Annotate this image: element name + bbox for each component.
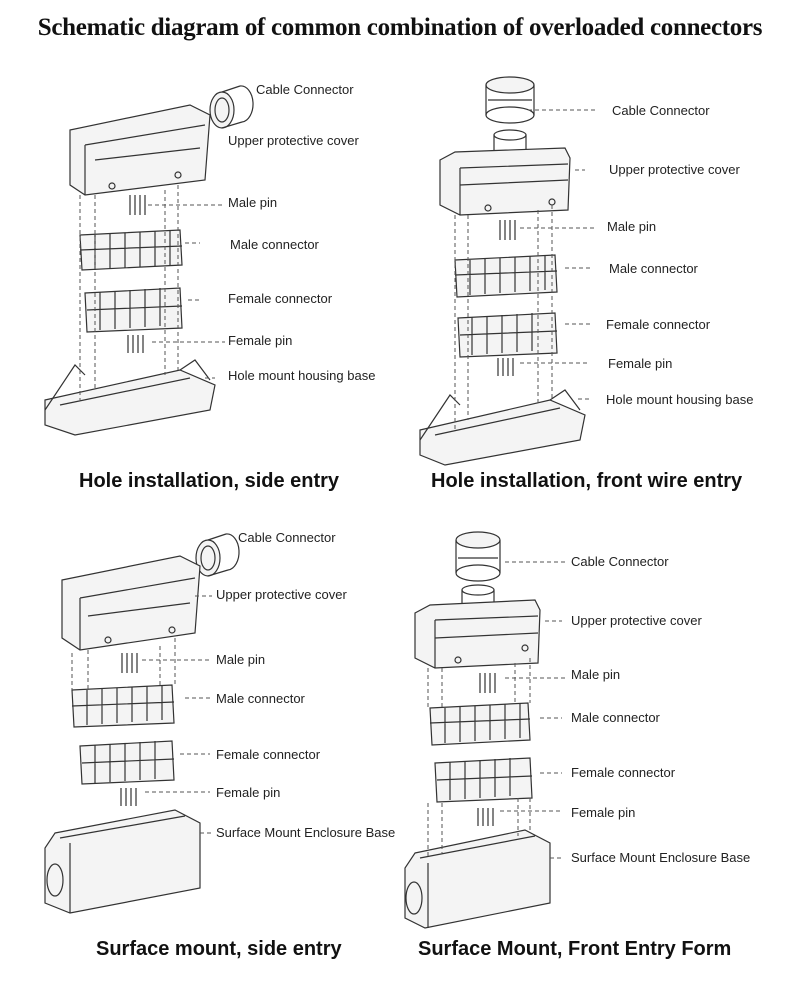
hole-mount-base-drawing	[44, 359, 216, 436]
label-female-pin: Female pin	[571, 805, 636, 820]
panel-hole-side-entry: Cable Connector Upper protective cover M…	[0, 60, 400, 530]
male-pin-drawing	[499, 220, 516, 240]
label-male-pin: Male pin	[571, 667, 621, 682]
male-pin-drawing	[121, 653, 138, 673]
connector-illustration	[419, 76, 595, 466]
label-upper-protective-cover: Upper protective cover	[609, 162, 740, 177]
label-enclosure-base: Surface Mount Enclosure Base	[571, 850, 751, 865]
label-upper-protective-cover: Upper protective cover	[216, 587, 347, 602]
upper-cover-drawing	[439, 129, 571, 216]
connector-illustration	[44, 533, 240, 914]
cable-gland-drawing	[455, 531, 501, 582]
connector-illustration	[44, 85, 254, 436]
surface-base-drawing	[44, 809, 201, 914]
female-pin-drawing	[497, 358, 514, 376]
caption-hole-side-entry: Hole installation, side entry	[79, 470, 340, 492]
male-pin-drawing	[129, 195, 146, 215]
label-male-connector: Male connector	[230, 237, 319, 252]
female-connector-drawing	[434, 757, 533, 803]
label-male-pin: Male pin	[607, 219, 657, 234]
surface-base-drawing	[404, 829, 551, 929]
upper-cover-drawing	[414, 584, 541, 669]
cable-gland-drawing	[209, 85, 254, 129]
female-pin-drawing	[120, 788, 137, 806]
label-male-connector: Male connector	[609, 261, 698, 276]
label-cable-connector: Cable Connector	[238, 530, 336, 545]
female-connector-drawing	[79, 740, 175, 785]
male-connector-drawing	[79, 229, 183, 271]
label-enclosure-base: Surface Mount Enclosure Base	[216, 825, 396, 840]
male-connector-drawing	[71, 684, 175, 728]
label-cable-connector: Cable Connector	[571, 554, 669, 569]
label-cable-connector: Cable Connector	[612, 103, 710, 118]
label-female-connector: Female connector	[571, 765, 676, 780]
label-female-pin: Female pin	[228, 333, 293, 348]
upper-cover-drawing	[69, 104, 211, 196]
panel-surface-side-entry: Cable Connector Upper protective cover M…	[0, 518, 400, 988]
female-pin-drawing	[127, 335, 144, 353]
label-female-connector: Female connector	[216, 747, 321, 762]
label-cable-connector: Cable Connector	[256, 82, 354, 97]
cable-gland-drawing	[195, 533, 240, 577]
hole-mount-base-drawing	[419, 389, 586, 466]
cable-gland-drawing	[485, 76, 535, 124]
label-female-connector: Female connector	[228, 291, 333, 306]
label-upper-protective-cover: Upper protective cover	[571, 613, 702, 628]
label-housing-base: Hole mount housing base	[228, 368, 376, 383]
female-connector-drawing	[84, 287, 183, 333]
label-upper-protective-cover: Upper protective cover	[228, 133, 359, 148]
female-pin-drawing	[477, 808, 494, 826]
label-male-connector: Male connector	[571, 710, 660, 725]
connector-illustration	[404, 531, 565, 929]
male-connector-drawing	[429, 702, 531, 746]
label-female-connector: Female connector	[606, 317, 711, 332]
female-connector-drawing	[457, 312, 558, 358]
label-housing-base: Hole mount housing base	[606, 392, 754, 407]
caption-surface-side-entry: Surface mount, side entry	[96, 938, 342, 960]
label-male-pin: Male pin	[216, 652, 266, 667]
panel-hole-front-entry: Cable Connector Upper protective cover M…	[400, 60, 800, 530]
upper-cover-drawing	[61, 555, 201, 651]
male-connector-drawing	[454, 254, 558, 298]
label-female-pin: Female pin	[216, 785, 281, 800]
label-male-pin: Male pin	[228, 195, 278, 210]
panel-surface-front-entry: Cable Connector Upper protective cover M…	[400, 518, 800, 988]
label-female-pin: Female pin	[608, 356, 673, 371]
caption-hole-front-entry: Hole installation, front wire entry	[431, 470, 743, 492]
label-male-connector: Male connector	[216, 691, 305, 706]
male-pin-drawing	[479, 673, 496, 693]
diagram-title: Schematic diagram of common combination …	[37, 14, 763, 41]
caption-surface-front-entry: Surface Mount, Front Entry Form	[418, 938, 732, 960]
